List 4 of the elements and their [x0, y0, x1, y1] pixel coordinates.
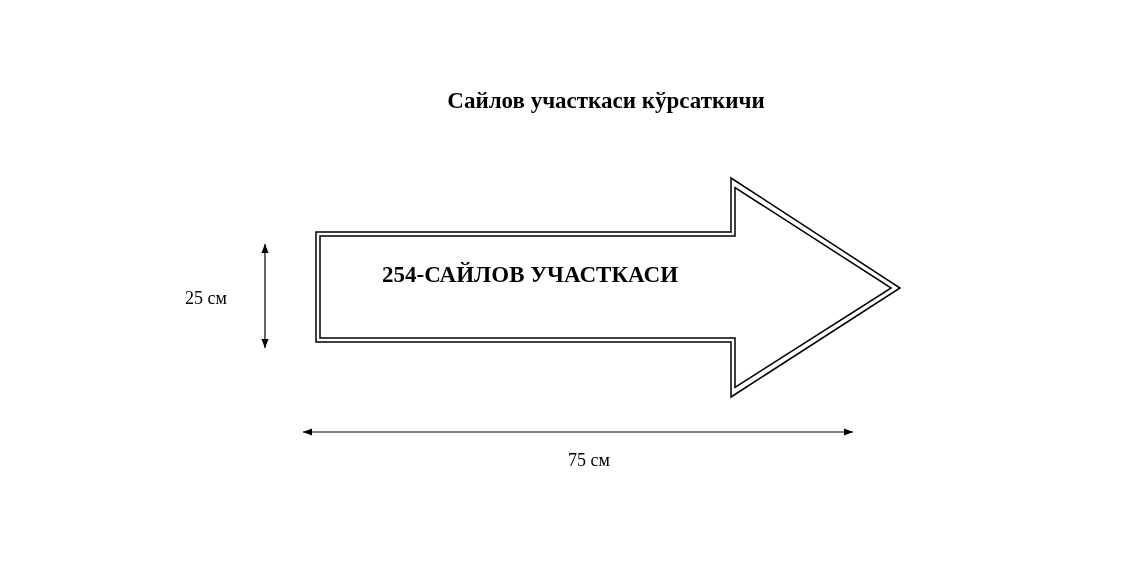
title: Сайлов участкаси кўрсаткичи — [446, 88, 766, 114]
dimension-label: 25 см — [185, 288, 227, 309]
dimension-label: 75 см — [568, 450, 610, 471]
sign-text: 254-САЙЛОВ УЧАСТКАСИ — [382, 262, 679, 288]
